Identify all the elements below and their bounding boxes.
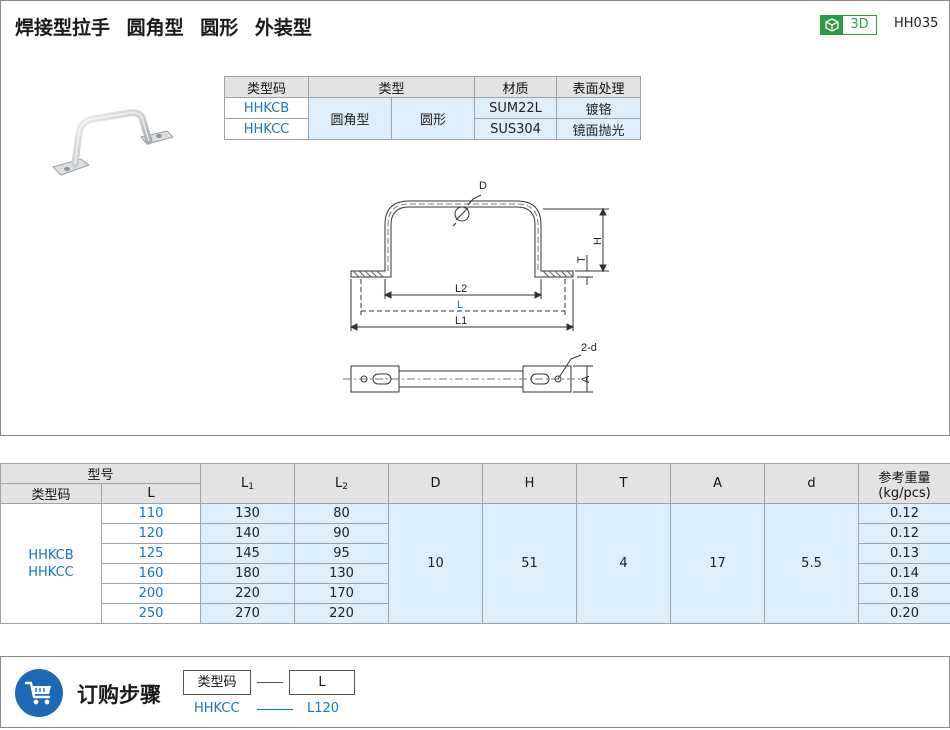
l-cell: 120 [100, 523, 202, 544]
header-l1: L1 [200, 463, 296, 504]
weight-cell: 0.14 [858, 563, 950, 584]
table-row: 160 180 130 0.14 [1, 563, 950, 584]
order-title: 订购步骤 [77, 683, 161, 707]
product-panel: 焊接型拉手 圆角型 圆形 外装型 3D HH035 [0, 0, 950, 436]
cart-icon [15, 669, 63, 717]
page-title: 焊接型拉手 圆角型 圆形 外装型 [15, 17, 312, 39]
3d-model-button[interactable]: 3D [820, 15, 877, 35]
l1-cell: 130 [200, 503, 296, 524]
spec-type-shape: 圆角型 [308, 97, 392, 140]
header-typecode: 类型码 [0, 483, 102, 504]
weight-cell: 0.20 [858, 603, 950, 624]
l-cell: 110 [100, 503, 202, 524]
order-panel: 订购步骤 类型码 L HHKCC L120 [0, 656, 950, 728]
spec-code: HHKCB [224, 97, 309, 119]
table-row: 120 140 90 0.12 [1, 523, 950, 544]
spec-header-surface: 表面处理 [556, 76, 641, 98]
l2-cell: 220 [294, 603, 390, 624]
l1-cell: 180 [200, 563, 296, 584]
technical-drawing: D H T L2 L L1 2-d A [343, 180, 609, 393]
spec-type-form: 圆形 [391, 97, 475, 140]
spec-header-typecode: 类型码 [224, 76, 309, 98]
spec-code: HHKCC [224, 118, 309, 140]
table-row: HHKCC SUS304 镜面抛光 [224, 118, 641, 140]
order-example-dash [257, 709, 293, 710]
header-l2: L2 [294, 463, 390, 504]
l-cell: 200 [100, 583, 202, 604]
dim-label-h: H [592, 237, 604, 245]
spec-surface: 镜面抛光 [556, 118, 641, 140]
spec-material: SUS304 [474, 118, 557, 140]
header-model: 型号 [0, 463, 202, 484]
header-l: L [100, 483, 202, 504]
dim-label-t: T [576, 256, 588, 263]
dd-cell: 5.5 [764, 503, 860, 624]
header-h: H [482, 463, 578, 504]
product-code: HH035 [894, 16, 939, 31]
spec-material: SUM22L [474, 97, 557, 119]
l-cell: 250 [100, 603, 202, 624]
header-d: D [388, 463, 484, 504]
a-cell: 17 [670, 503, 766, 624]
l1-cell: 220 [200, 583, 296, 604]
l-cell: 125 [100, 543, 202, 564]
dim-label-d: D [479, 180, 487, 192]
l1-cell: 270 [200, 603, 296, 624]
dim-label-l: L [457, 299, 463, 311]
weight-cell: 0.13 [858, 543, 950, 564]
dim-label-a: A [580, 375, 592, 383]
l2-cell: 170 [294, 583, 390, 604]
l-cell: 160 [100, 563, 202, 584]
header-weight: 参考重量(kg/pcs) [858, 463, 950, 504]
l1-cell: 140 [200, 523, 296, 544]
3d-label: 3D [850, 17, 869, 32]
dim-label-2d: 2-d [581, 342, 597, 354]
header-t: T [576, 463, 672, 504]
spec-surface: 镀铬 [556, 97, 641, 119]
h-cell: 51 [482, 503, 578, 624]
spec-table: 类型码 类型 材质 表面处理 HHKCB 圆角型 圆形 SUM22L 镀铬 HH… [224, 76, 641, 140]
table-row: 250 270 220 0.20 [1, 603, 950, 624]
spec-header-type: 类型 [308, 76, 475, 98]
cube-icon [821, 16, 843, 34]
d-cell: 10 [388, 503, 484, 624]
weight-cell: 0.12 [858, 523, 950, 544]
dimension-table: 型号 L1 L2 D H T A d 参考重量(kg/pcs) 类型码 L HH… [0, 463, 950, 624]
dim-label-l1: L1 [455, 315, 467, 327]
l1-cell: 145 [200, 543, 296, 564]
order-example-l: L120 [307, 701, 340, 716]
weight-cell: 0.18 [858, 583, 950, 604]
dim-label-l2: L2 [455, 283, 467, 295]
l2-cell: 80 [294, 503, 390, 524]
l2-cell: 95 [294, 543, 390, 564]
l2-cell: 90 [294, 523, 390, 544]
product-photo [52, 109, 174, 176]
order-box-l: L [289, 670, 355, 695]
header-dd: d [764, 463, 860, 504]
table-row: HHKCB 圆角型 圆形 SUM22L 镀铬 [224, 97, 641, 140]
order-box-typecode: 类型码 [183, 670, 251, 695]
order-dash [257, 682, 283, 683]
table-row: 125 145 95 0.13 [1, 543, 950, 564]
header-a: A [670, 463, 766, 504]
t-cell: 4 [576, 503, 672, 624]
l2-cell: 130 [294, 563, 390, 584]
order-example-code: HHKCC [194, 701, 240, 716]
spec-header-material: 材质 [474, 76, 557, 98]
weight-cell: 0.12 [858, 503, 950, 524]
